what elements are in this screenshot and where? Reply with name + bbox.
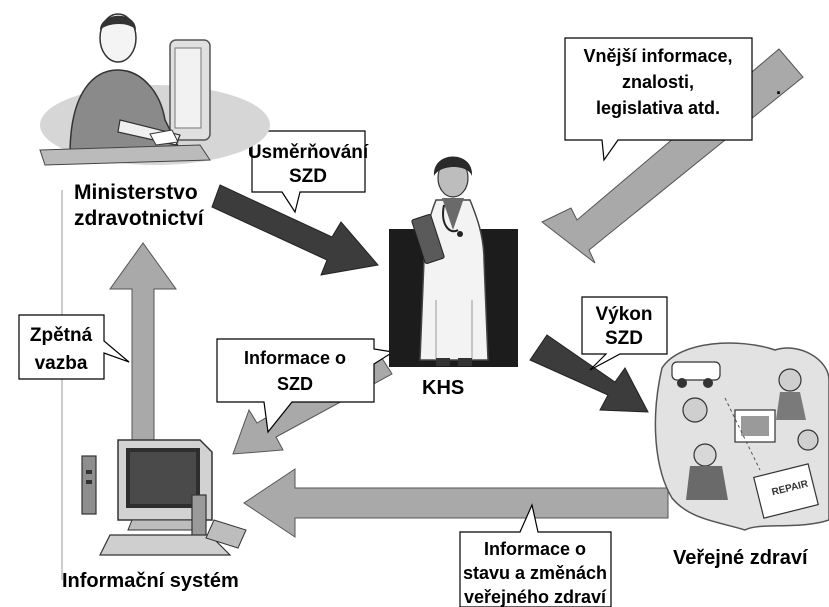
info-system-label: Informační systém <box>62 570 239 592</box>
public-health-label: Veřejné zdraví <box>673 547 808 569</box>
callout-status-info-box <box>459 503 612 607</box>
ministry-label-line2: zdravotnictví <box>74 206 204 230</box>
callout-performance-line2: SZD <box>605 328 643 349</box>
callout-status-line3: veřejného zdraví <box>464 587 607 607</box>
callout-performance-line1: Výkon <box>595 304 652 325</box>
arrow-public-health-to-info-system <box>243 468 669 538</box>
khs-label: KHS <box>422 377 465 399</box>
callout-direction-line2: SZD <box>289 166 327 187</box>
callout-external-line1: Vnější informace, <box>583 46 732 66</box>
callout-feedback-box <box>18 314 130 380</box>
callout-info-szd-box <box>216 338 395 434</box>
callout-feedback-line1: Zpětná <box>30 325 93 346</box>
callout-status-line2: stavu a změnách <box>463 563 607 583</box>
callout-external-line3: legislativa atd. <box>596 98 720 118</box>
arrow-khs-to-public-health <box>529 334 649 413</box>
desktop-computer-icon <box>81 439 247 556</box>
callout-external-line2: znalosti, <box>622 72 694 92</box>
callout-direction-line1: Usměrňování <box>248 142 369 163</box>
callout-info-szd-line2: SZD <box>277 374 313 394</box>
callout-external-box <box>564 37 753 162</box>
public-health-scenes-icon: REPAIR <box>654 342 829 531</box>
arrow-info-system-to-ministry <box>109 242 177 441</box>
office-worker-icon <box>39 13 270 166</box>
callout-external-trailing: . <box>776 78 781 98</box>
ministry-label-line1: Ministerstvo <box>74 181 198 204</box>
callout-performance-box <box>581 296 668 371</box>
callout-info-szd-line1: Informace o <box>244 348 346 368</box>
doctor-icon <box>411 156 489 366</box>
callout-feedback-line2: vazba <box>35 353 88 374</box>
callout-direction-box <box>251 130 366 214</box>
arrow-ministry-to-khs <box>211 184 379 276</box>
ministry-label: Ministerstvo zdravotnictví <box>74 180 204 231</box>
callout-status-line1: Informace o <box>484 539 586 559</box>
